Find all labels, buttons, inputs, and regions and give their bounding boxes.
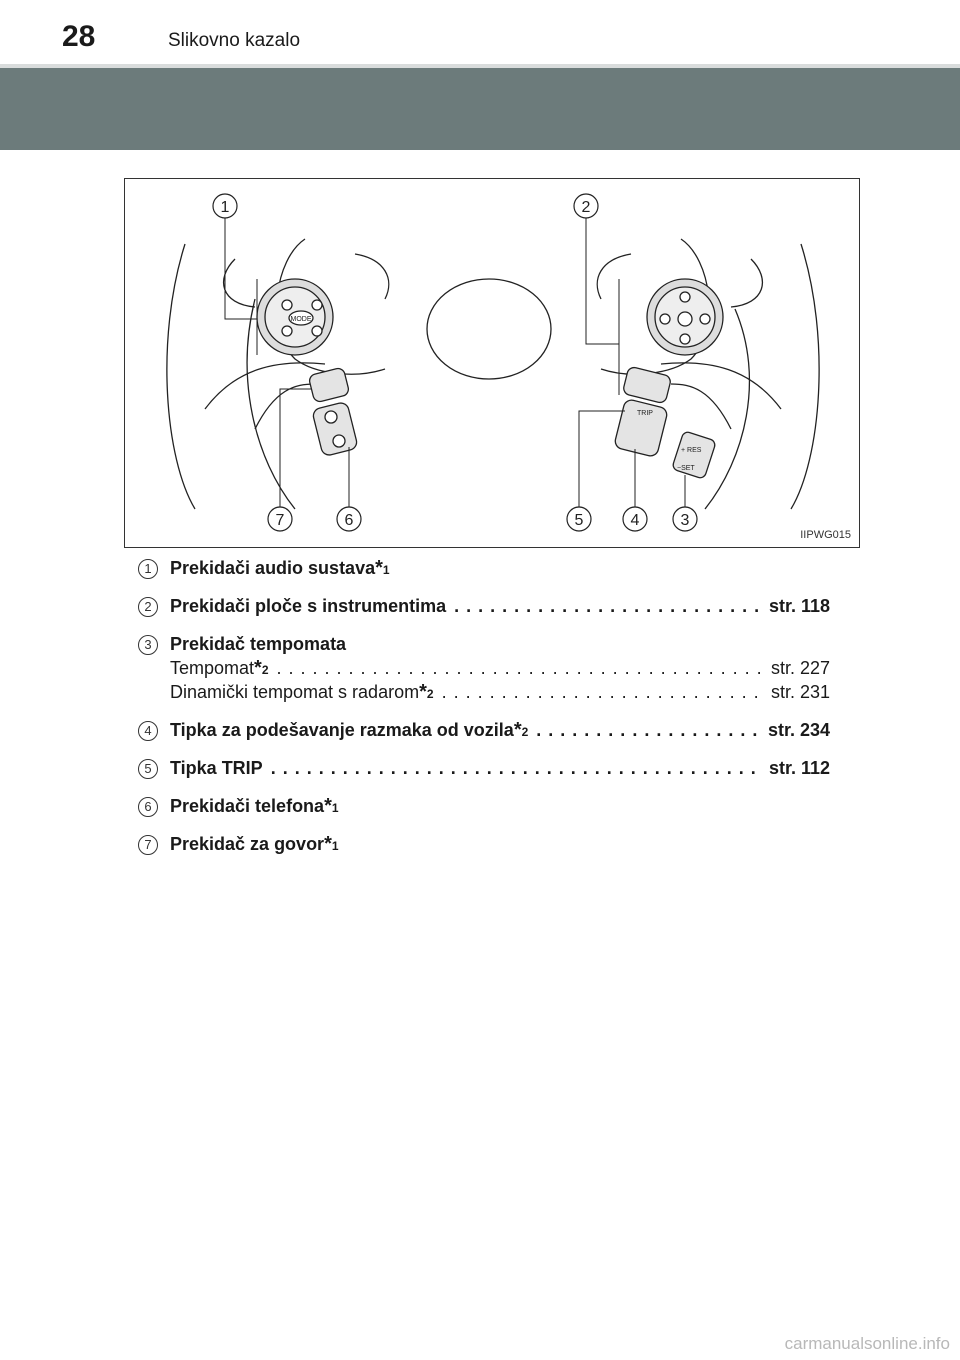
page-reference-link[interactable]: str. 227 [770,658,830,678]
item-number: 6 [138,797,158,817]
item-text: Tipka za podešavanje razmaka od vozila [170,720,514,740]
list-item: 3 Prekidač tempomata Tempomat*2 str. 227… [130,632,830,704]
list-item: 6 Prekidači telefona*1 [130,794,830,818]
footnote-mark: 1 [331,839,339,853]
item-text: Prekidači telefona [170,796,325,816]
list-item: 5 Tipka TRIP str. 112 [130,756,830,780]
item-number: 5 [138,759,158,779]
res-label: + RES [681,447,702,454]
page-number: 28 [62,20,96,53]
item-number: 4 [138,721,158,741]
callout-7: 7 [276,512,285,529]
footnote-star: * [513,719,522,741]
leader-dots [271,756,761,780]
list-item: 7 Prekidač za govor*1 [130,832,830,856]
page-reference-link[interactable]: str. 118 [768,596,830,616]
item-text: Prekidači audio sustava [170,558,376,578]
item-text: Prekidač tempomata [170,634,347,654]
legend-list: 1 Prekidači audio sustava*1 2 Prekidači … [130,556,830,870]
section-title: Slikovno kazalo [168,30,301,51]
page-reference-link[interactable]: str. 112 [768,758,830,778]
callout-5: 5 [575,512,584,529]
footnote-mark: 1 [331,801,339,815]
item-number: 3 [138,635,158,655]
page-reference-link[interactable]: str. 231 [770,682,830,702]
footnote-star: * [254,657,262,679]
leader-dots [442,680,763,704]
figure-id: IIPWG015 [800,529,851,541]
steering-wheel-figure: MODE TRIP + RES −SET [124,178,860,548]
steering-wheel-illustration: MODE TRIP + RES −SET [166,193,820,532]
item-number: 7 [138,835,158,855]
item-number: 2 [138,597,158,617]
list-item: 1 Prekidači audio sustava*1 [130,556,830,580]
sub-item-text: Tempomat [170,658,255,678]
callout-6: 6 [345,512,354,529]
trip-label: TRIP [637,410,653,417]
footnote-star: * [324,795,332,817]
leader-dots [454,594,761,618]
item-text: Prekidači ploče s instrumentima [170,596,447,616]
leader-dots [277,656,763,680]
page-reference-link[interactable]: str. 234 [767,720,830,740]
list-item: 4 Tipka za podešavanje razmaka od vozila… [130,718,830,742]
watermark: carmanualsonline.info [784,1334,950,1353]
item-text: Prekidač za govor [170,834,325,854]
footnote-mark: 2 [261,663,269,677]
set-label: −SET [677,465,695,472]
header-bar: 28 Slikovno kazalo [0,0,960,68]
callout-1: 1 [221,199,230,216]
footnote-star: * [419,681,427,703]
footnote-star: * [324,833,332,855]
footnote-mark: 2 [521,725,529,739]
section-band [0,68,960,150]
callout-2: 2 [582,199,591,216]
sub-item-text: Dinamički tempomat s radarom [170,682,420,702]
callout-3: 3 [681,512,690,529]
leader-dots [536,718,760,742]
list-item: 2 Prekidači ploče s instrumentima str. 1… [130,594,830,618]
footnote-mark: 2 [426,687,434,701]
item-number: 1 [138,559,158,579]
footnote-mark: 1 [382,563,390,577]
callout-4: 4 [631,512,640,529]
item-text: Tipka TRIP [170,758,263,778]
footnote-star: * [375,557,383,579]
mode-label: MODE [291,316,312,323]
